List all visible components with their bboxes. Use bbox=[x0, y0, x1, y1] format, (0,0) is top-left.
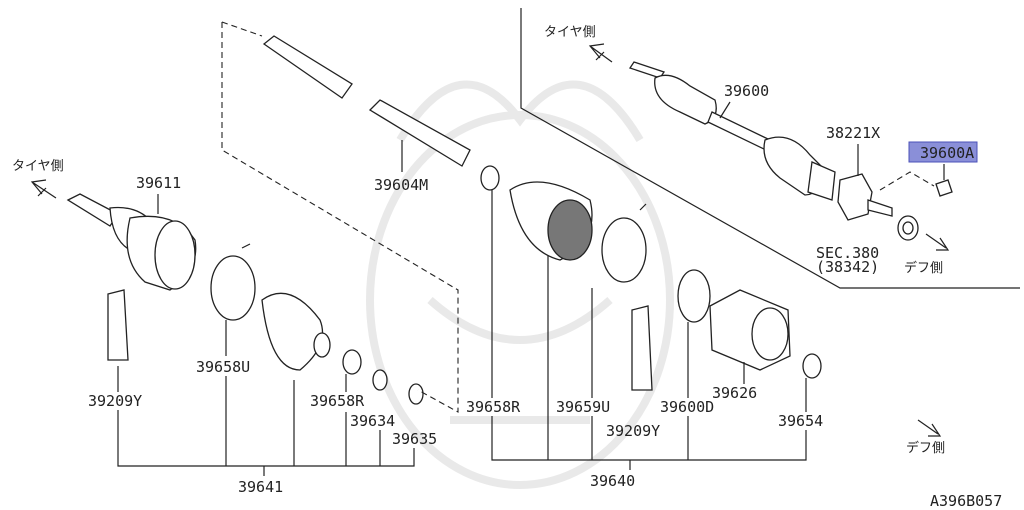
part-39654-label: 39654 bbox=[778, 412, 823, 430]
watermark-emblem bbox=[366, 80, 674, 489]
part-39604m-label: 39604M bbox=[374, 176, 428, 194]
part-39635-label: 39635 bbox=[392, 430, 437, 448]
part-39659u-label: 39659U bbox=[556, 398, 610, 416]
part-39626-label: 39626 bbox=[712, 384, 757, 402]
part-38221x-label: 38221X bbox=[826, 124, 880, 142]
tire-side-label-left: タイヤ側 bbox=[12, 159, 64, 174]
diff-side-label-right: デフ側 bbox=[904, 260, 943, 276]
boot-left bbox=[261, 292, 331, 371]
part-39658r-left-label: 39658R bbox=[310, 392, 365, 410]
band-39659u bbox=[601, 203, 647, 283]
drive-shaft-assembly bbox=[628, 61, 836, 201]
grease-tube-right bbox=[631, 305, 653, 391]
tire-side-arrow-left-icon bbox=[30, 179, 57, 199]
housing-39626 bbox=[709, 289, 791, 371]
ring-39658r-left bbox=[342, 349, 362, 375]
part-39600-label: 39600 bbox=[724, 82, 769, 100]
band-39658u bbox=[210, 243, 256, 321]
seal-ring bbox=[897, 215, 919, 241]
bolt-39600a bbox=[935, 164, 953, 197]
outer-joint-39611 bbox=[66, 193, 197, 291]
diff-side-arrow-bottom-icon bbox=[917, 419, 942, 437]
part-39209y-left-label: 39209Y bbox=[88, 392, 142, 410]
flange-38221x bbox=[837, 173, 893, 221]
snap-ring-39654 bbox=[802, 353, 822, 379]
inner-boot bbox=[509, 181, 593, 261]
part-39600a-label[interactable]: 39600A bbox=[920, 144, 974, 162]
part-39209y-right-label: 39209Y bbox=[606, 422, 660, 440]
grease-tube-left bbox=[107, 289, 129, 361]
ring-39658r-right bbox=[480, 165, 500, 191]
shaft-39604m bbox=[262, 35, 471, 167]
tire-side-arrow-top-icon bbox=[588, 43, 613, 63]
ring-39634 bbox=[372, 369, 388, 391]
figure-code-label: A396B057 bbox=[930, 492, 1002, 510]
part-39640-label: 39640 bbox=[590, 472, 635, 490]
diff-side-arrow-right-icon bbox=[925, 233, 950, 251]
part-39634-label: 39634 bbox=[350, 412, 395, 430]
ring-39600d bbox=[677, 269, 711, 323]
diff-side-label-bottom: デフ側 bbox=[906, 440, 945, 456]
part-39641-label: 39641 bbox=[238, 478, 283, 496]
sec38342-label: (38342) bbox=[816, 258, 879, 276]
part-39600d-label: 39600D bbox=[660, 398, 714, 416]
part-39611-label: 39611 bbox=[136, 174, 181, 192]
part-39600a-highlight[interactable] bbox=[908, 141, 978, 163]
part-39658r-right-label: 39658R bbox=[466, 398, 521, 416]
part-39658u-label: 39658U bbox=[196, 358, 250, 376]
ring-39635 bbox=[408, 383, 424, 405]
tire-side-label-top: タイヤ側 bbox=[544, 25, 596, 40]
inset-boundary bbox=[520, 8, 1020, 289]
sec380-label: SEC.380 bbox=[816, 244, 879, 262]
